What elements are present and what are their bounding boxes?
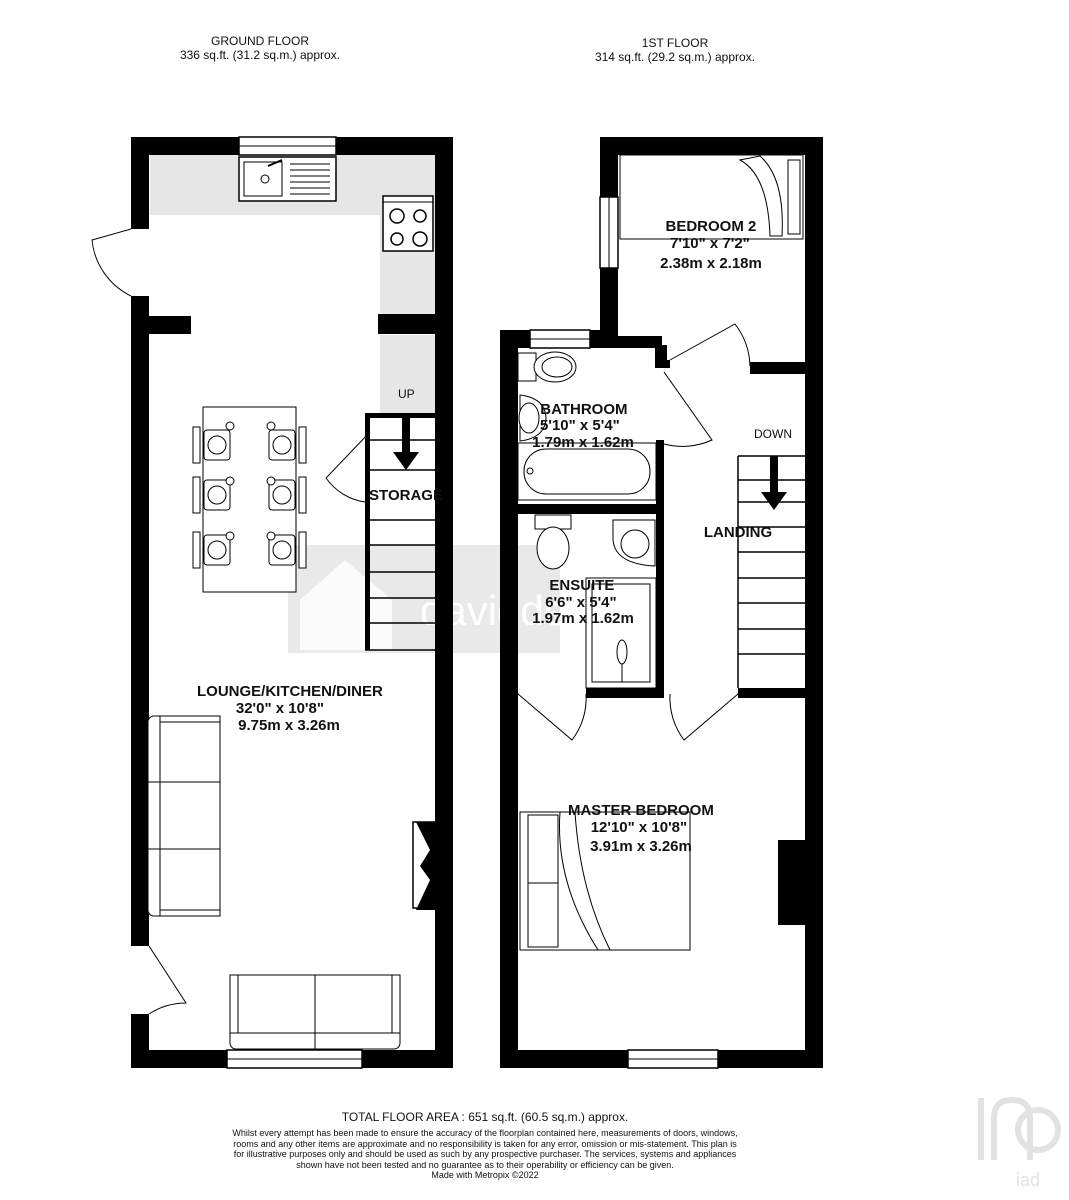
stairs-down-label: DOWN <box>754 427 792 441</box>
ground-stairs: UP <box>325 387 435 651</box>
first-floor-area: 314 sq.ft. (29.2 sq.m.) approx. <box>594 50 756 64</box>
first-floor-header: 1ST FLOOR 314 sq.ft. (29.2 sq.m.) approx… <box>555 36 795 64</box>
ensuite-basin-icon <box>612 519 656 567</box>
lounge-name: LOUNGE/KITCHEN/DINER <box>197 683 383 700</box>
stairs-up-arrow-icon <box>393 418 419 470</box>
bedroom2-imperial: 7'10" x 7'2" <box>670 235 750 252</box>
made-with: Made with Metropix ©2022 <box>431 1170 539 1180</box>
ground-floor-title: GROUND FLOOR <box>210 34 309 48</box>
shower-icon <box>585 577 657 689</box>
master-door-icon <box>669 693 739 741</box>
floor-plan: daviddee <box>91 136 823 1069</box>
footer: TOTAL FLOOR AREA : 651 sq.ft. (60.5 sq.m… <box>230 1110 740 1181</box>
single-bed-icon <box>619 154 804 240</box>
sink-icon <box>238 156 337 202</box>
svg-text:BEDROOM 2 7'10" x 7'2": BEDROOM 2 7'10" x 7'2" 2.38m x 2.18m <box>660 218 762 272</box>
ensuite-toilet-icon <box>534 514 572 570</box>
storage-door-icon <box>325 431 371 503</box>
master-imperial: 12'10" x 10'8" <box>591 819 687 836</box>
basin-icon <box>518 394 547 442</box>
bathroom-name: BATHROOM <box>540 401 627 418</box>
dining-table-icon <box>192 406 307 593</box>
logo-text: iad <box>1016 1170 1040 1190</box>
sofa-bottom-icon <box>229 974 401 1050</box>
master-metric: 3.91m x 3.26m <box>590 838 692 855</box>
svg-text:ENSUITE 6'6" x 5'4": ENSUITE 6'6" x 5'4" 1.97m x 1.62m <box>532 577 634 627</box>
sofa-left-icon <box>147 715 221 917</box>
svg-text:LOUNGE/KITCHEN/DINER 32': LOUNGE/KITCHEN/DINER 32'0" x 10'8" 9.75m… <box>197 683 387 734</box>
bedroom2-name: BEDROOM 2 <box>665 218 756 235</box>
stair-landing-area <box>380 335 435 413</box>
master-name: MASTER BEDROOM <box>568 802 714 819</box>
lounge-metric: 9.75m x 3.26m <box>238 717 340 734</box>
hob-icon <box>382 195 434 252</box>
stairs-up-label: UP <box>398 387 415 401</box>
ground-floor-header: GROUND FLOOR 336 sq.ft. (31.2 sq.m.) app… <box>150 34 370 62</box>
bathroom-metric: 1.79m x 1.62m <box>532 434 634 451</box>
storage-label: STORAGE <box>369 487 443 504</box>
toilet-icon <box>517 351 577 383</box>
ground-floor-area: 336 sq.ft. (31.2 sq.m.) approx. <box>179 48 341 62</box>
bedroom2-door-icon <box>669 323 751 367</box>
stairs-down-arrow-icon <box>761 456 787 510</box>
total-floor-area: TOTAL FLOOR AREA : 651 sq.ft. (60.5 sq.m… <box>341 1110 629 1124</box>
ensuite-name: ENSUITE <box>549 577 614 594</box>
ground-floor-plan: UP LOUNGE/KITCHEN/DINER 32'0" x 10'8" 9.… <box>91 136 453 1069</box>
first-floor-title: 1ST FLOOR <box>641 36 709 50</box>
bedroom2-metric: 2.38m x 2.18m <box>660 255 762 272</box>
lounge-imperial: 32'0" x 10'8" <box>236 700 324 717</box>
landing-label: LANDING <box>704 524 772 541</box>
side-door-icon <box>91 228 132 297</box>
disclaimer: Whilst every attempt has been made to en… <box>232 1128 738 1170</box>
front-door-icon <box>148 945 187 1015</box>
ensuite-imperial: 6'6" x 5'4" <box>545 594 616 611</box>
double-bed-icon <box>519 811 691 951</box>
ensuite-metric: 1.97m x 1.62m <box>532 610 634 627</box>
master-chimney <box>778 840 805 925</box>
bathroom-door-icon <box>663 371 713 447</box>
iad-logo: iad <box>978 1096 1061 1190</box>
first-floor-plan: DOWN BEDROOM 2 7'10" x 7'2" 2.38m x 2.18… <box>500 137 823 1069</box>
svg-text:BATHROOM 5'10" x 5'4": BATHROOM 5'10" x 5'4" 1.79m x 1.62m <box>532 401 634 451</box>
bathtub-icon <box>517 442 657 501</box>
bathroom-imperial: 5'10" x 5'4" <box>540 417 620 434</box>
svg-text:MASTER BEDROOM 12'10" x: MASTER BEDROOM 12'10" x 10'8" 3.91m x 3.… <box>568 802 718 855</box>
ensuite-door-icon <box>517 693 587 741</box>
